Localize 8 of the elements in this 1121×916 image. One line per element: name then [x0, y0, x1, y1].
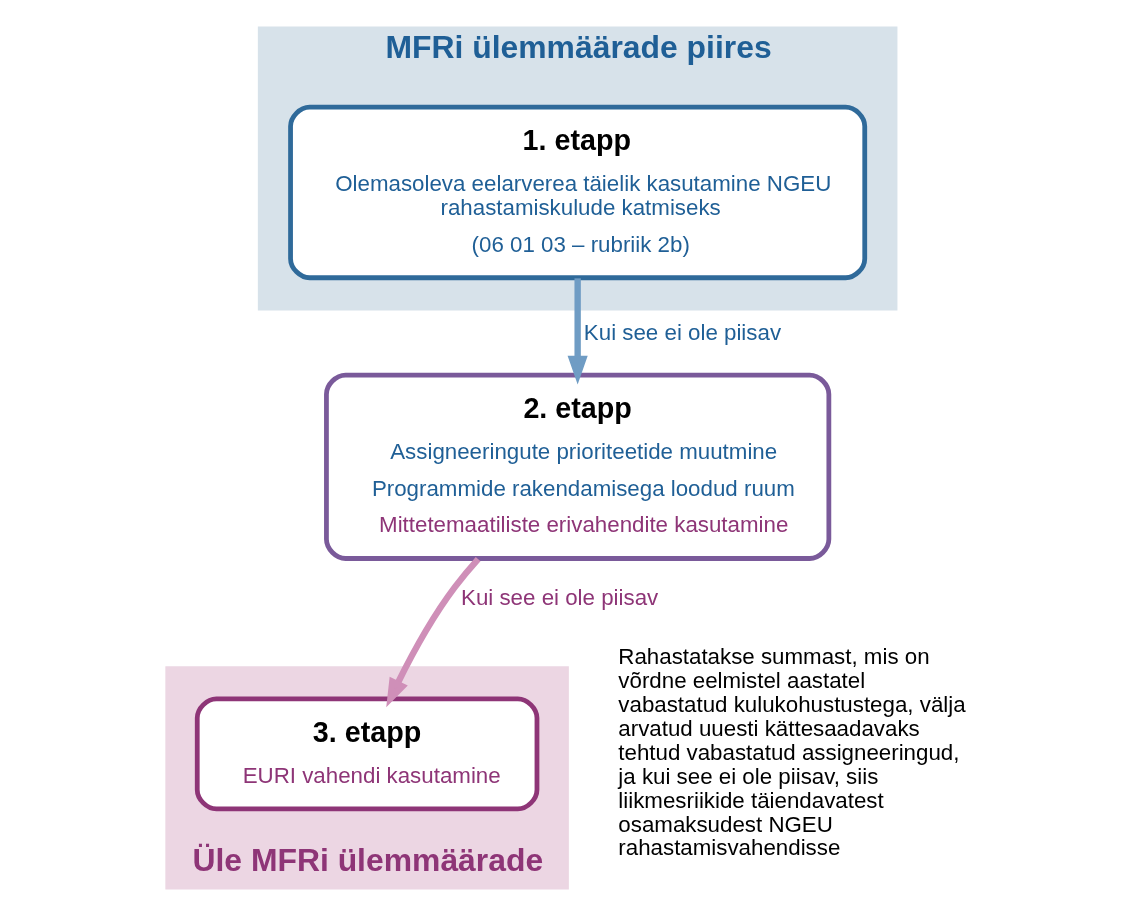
node-box: 3. etapp EURI vahendi kasutamine — [194, 696, 540, 812]
edge-label: Kui see ei ole piisav — [461, 585, 659, 611]
node-box: 1. etapp Olemasoleva eelarverea täielik kasutamine NGEU rahastamiskulude katmiseks (06 01 03 – rubriik 2b) — [288, 104, 868, 281]
edge-label: Kui see ei ole piisav — [583, 320, 782, 346]
label: Rahastatakse summast, mis on võrdne eelmistel aastatel vabastatud kulukohustustega, välja arvatud uuesti kättesaadavaks tehtud vabastatud assigneeringud, ja kui see ei ole piisav, siis liikmesriikide täiendavatest osamaksudest NGEU rahastamisvahendisse — [618, 644, 966, 861]
arrow — [567, 278, 588, 385]
node-box: 2. etapp Assigneeringute prioriteetide muutmine Programmide rakendamisega loodud ruum Mittetemaatiliste erivahendite kasutamine — [324, 372, 832, 561]
arrow — [386, 557, 481, 708]
